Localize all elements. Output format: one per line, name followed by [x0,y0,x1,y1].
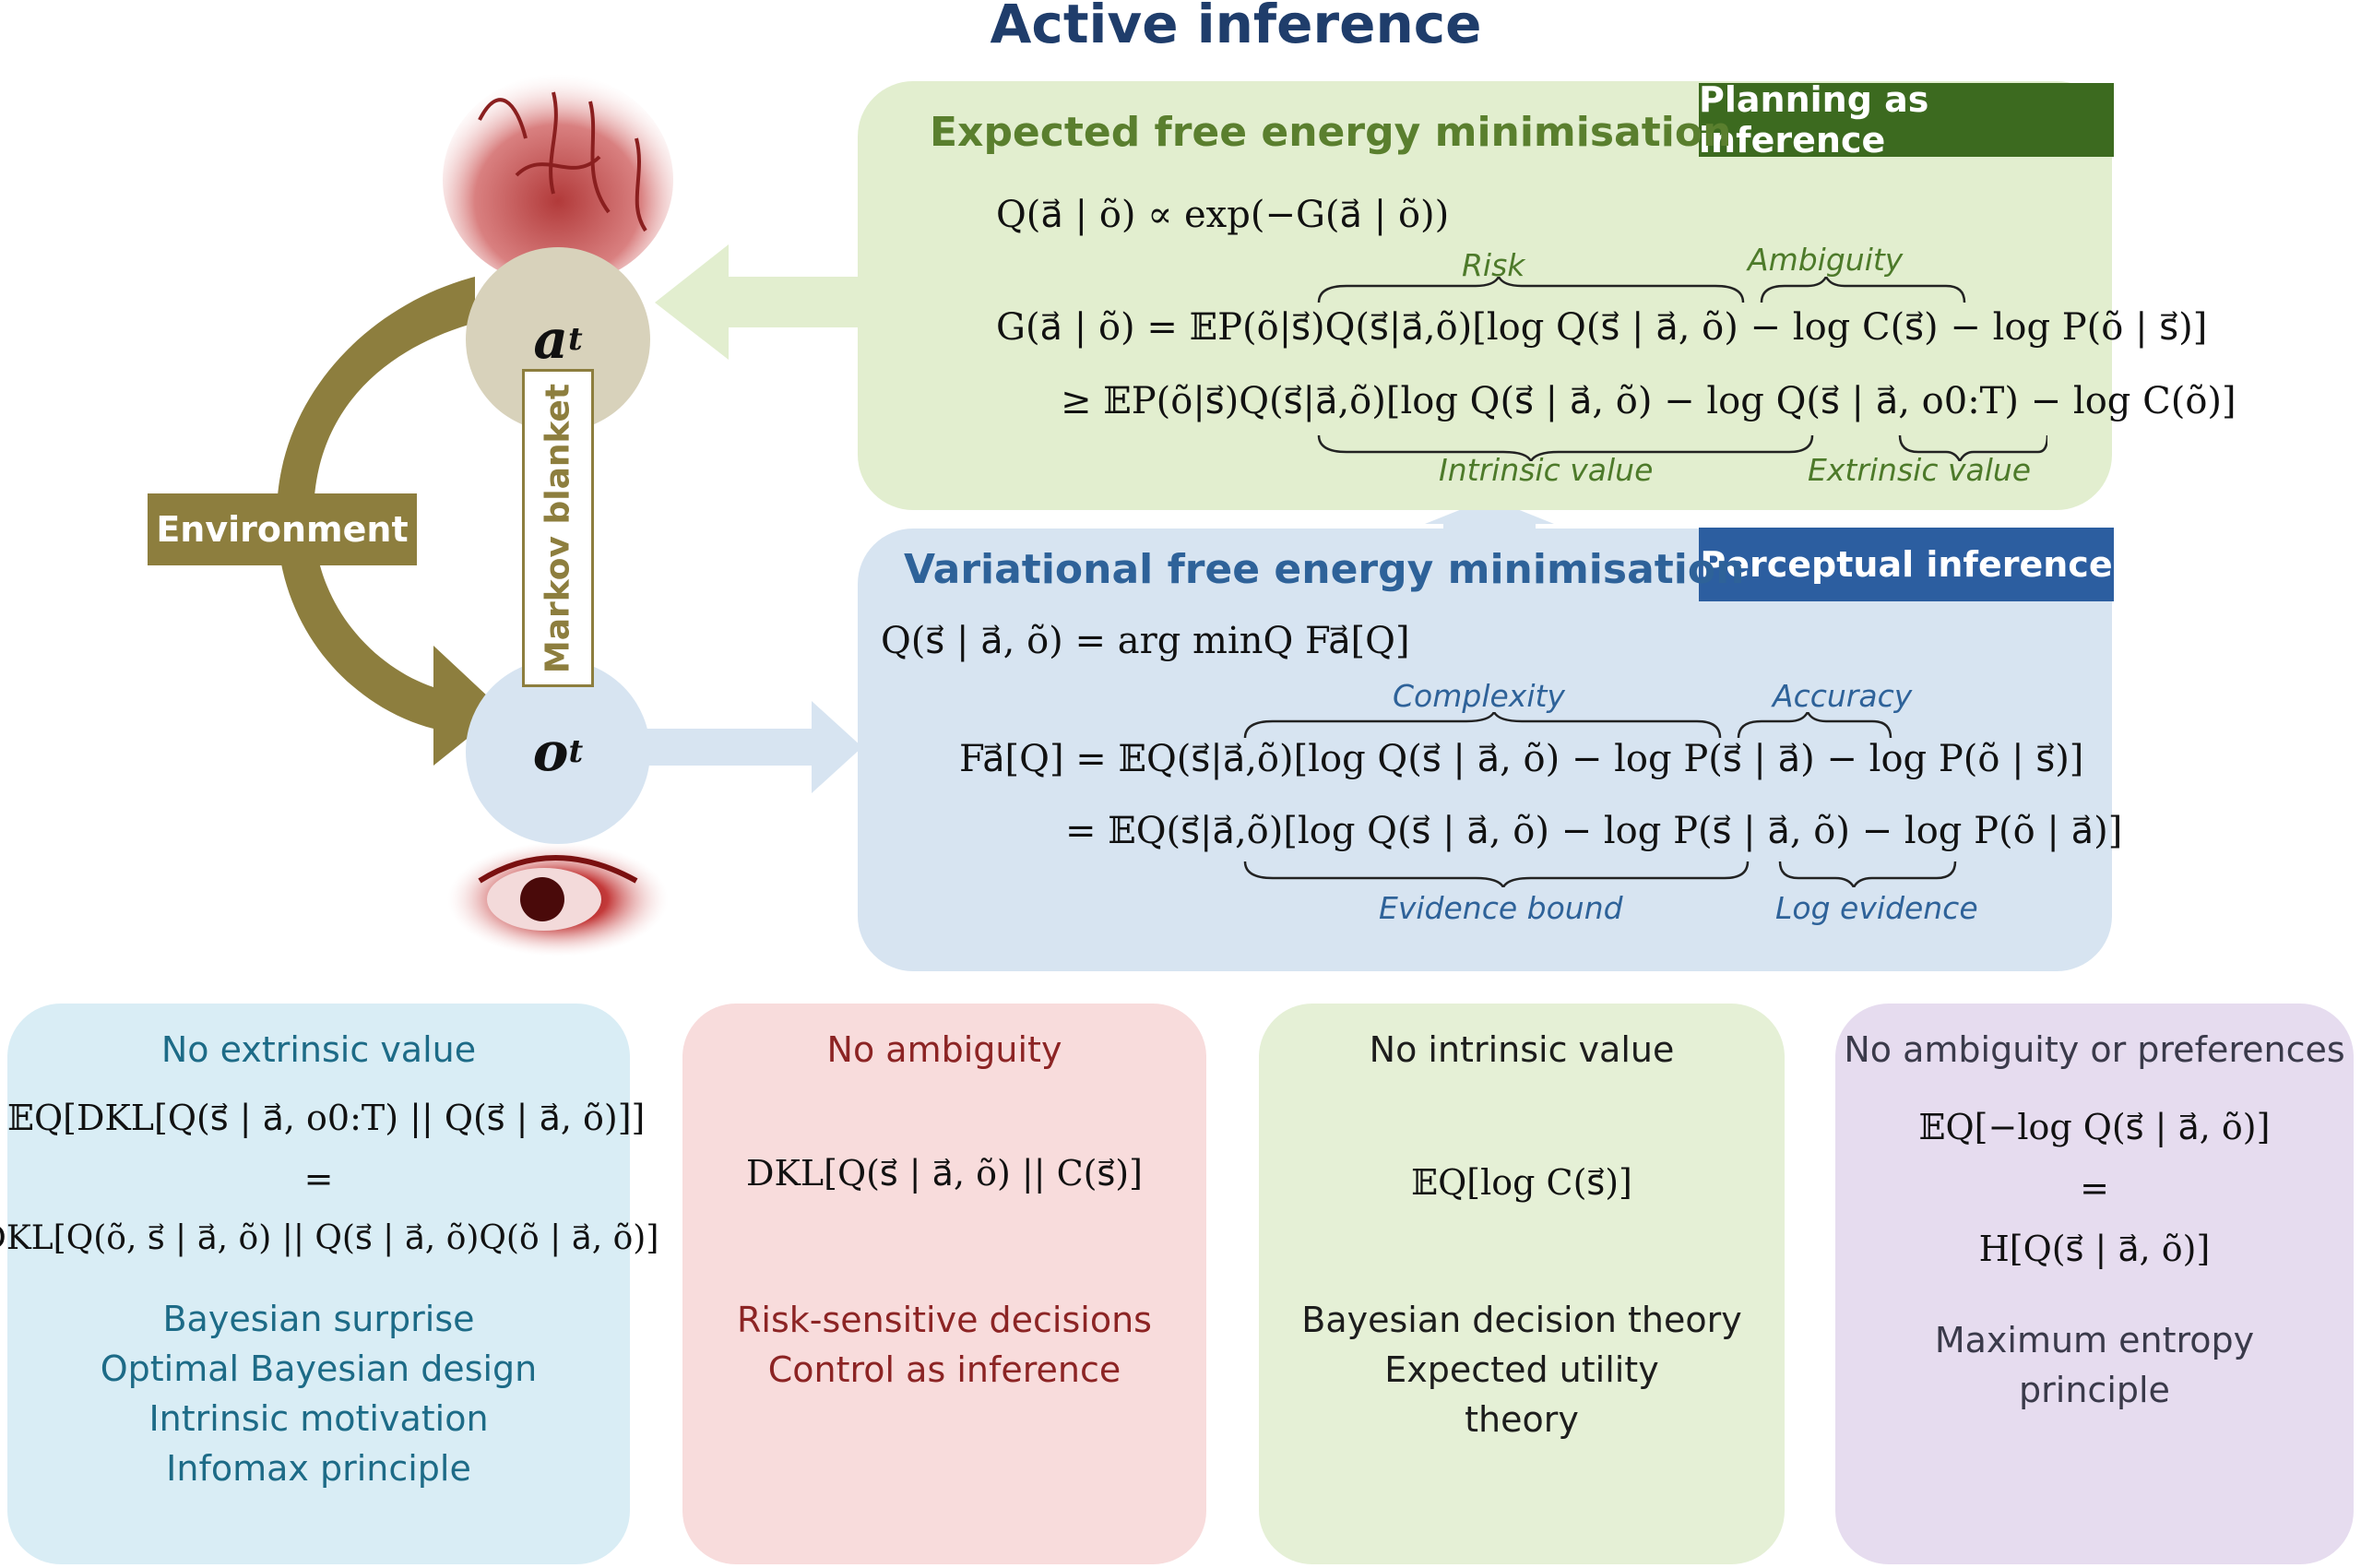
perceptual-panel [858,529,2112,971]
action-subscript: t [567,321,583,358]
box-eq1: 𝔼Q[log C(s⃗)] [1411,1162,1632,1203]
box-line: Infomax principle [166,1448,471,1489]
cycle-graphics [277,74,862,956]
planning-title: Expected free energy minimisation [930,109,1732,156]
box-eq2: = [2080,1168,2109,1208]
planning-eq3: ≥ 𝔼P(õ|s⃗)Q(s⃗|a⃗,õ)[log Q(s⃗ | a⃗, õ) −… [1061,380,2236,422]
perceptual-title: Variational free energy minimisation [904,546,1745,593]
no-ambiguity-or-preferences-box: No ambiguity or preferences 𝔼Q[−log Q(s⃗… [1835,1004,2354,1564]
evidence-bound-label: Evidence bound [1379,890,1623,926]
box-heading: No ambiguity or preferences [1844,1029,2345,1070]
box-line: principle [2019,1370,2170,1410]
box-line: Intrinsic motivation [148,1398,489,1439]
observation-to-perception-arrow [646,701,862,793]
box-eq1: 𝔼Q[DKL[Q(s⃗ | a⃗, o0:T) || Q(s⃗ | a⃗, õ)… [7,1098,646,1138]
brain-illustration [443,74,673,286]
box-line: Bayesian surprise [162,1299,475,1339]
box-eq1: DKL[Q(s⃗ | a⃗, õ) || C(s⃗)] [746,1153,1143,1194]
perceptual-eq1: Q(s⃗ | a⃗, õ) = arg minQ Fa⃗[Q] [881,620,1410,662]
box-heading: No intrinsic value [1369,1029,1675,1070]
box-line: Bayesian decision theory [1301,1300,1742,1340]
extrinsic-value-label: Extrinsic value [1808,452,2032,488]
planning-to-action-arrow [655,244,862,360]
planning-eq2: G(a⃗ | õ) = 𝔼P(õ|s⃗)Q(s⃗|a⃗,õ)[log Q(s⃗ … [996,306,2208,349]
environment-arrow [277,277,503,766]
no-intrinsic-value-box: No intrinsic value 𝔼Q[log C(s⃗)] Bayesia… [1259,1004,1785,1564]
markov-blanket-label: Markov blanket [539,383,577,673]
ambiguity-label: Ambiguity [1748,242,1904,278]
perceptual-tag: Perceptual inference [1699,528,2114,601]
no-extrinsic-value-box: No extrinsic value 𝔼Q[DKL[Q(s⃗ | a⃗, o0:… [0,1004,658,1564]
box-line: Maximum entropy [1934,1320,2255,1360]
box-eq2: = [303,1158,334,1199]
risk-label: Risk [1462,247,1525,283]
markov-blanket: Markov blanket [522,369,594,687]
perceptual-eq3: = 𝔼Q(s⃗|a⃗,õ)[log Q(s⃗ | a⃗, õ) − log P(… [1065,810,2123,852]
box-heading: No ambiguity [826,1029,1062,1070]
log-evidence-label: Log evidence [1775,890,1978,926]
observation-symbol: o [532,720,569,783]
perceptual-eq2: Fa⃗[Q] = 𝔼Q(s⃗|a⃗,õ)[log Q(s⃗ | a⃗, õ) −… [959,738,2084,780]
box-line: Risk-sensitive decisions [737,1300,1152,1340]
environment-label: Environment [148,493,417,565]
box-eq3: H[Q(s⃗ | a⃗, õ)] [1978,1229,2211,1269]
planning-tag: Planning as inference [1699,79,2114,160]
planning-eq1: Q(a⃗ | õ) ∝ exp(−G(a⃗ | õ)) [996,194,1450,236]
no-ambiguity-box: No ambiguity DKL[Q(s⃗ | a⃗, õ) || C(s⃗)]… [682,1004,1206,1564]
eye-illustration [447,842,669,956]
intrinsic-value-label: Intrinsic value [1439,452,1654,488]
box-line: Control as inference [767,1349,1121,1390]
observation-subscript: t [568,733,584,770]
box-eq1: 𝔼Q[−log Q(s⃗ | a⃗, õ)] [1918,1107,2271,1147]
box-line: theory [1465,1399,1579,1440]
planning-braces [1317,277,2047,461]
box-heading: No extrinsic value [160,1029,477,1070]
box-eq3: DKL[Q(õ, s⃗ | a⃗, õ) || Q(s⃗ | a⃗, õ)Q(õ… [0,1219,659,1257]
complexity-label: Complexity [1393,678,1565,714]
action-symbol: a [533,308,568,371]
box-line: Expected utility [1384,1349,1659,1390]
diagram-title: Active inference [990,0,1482,55]
box-line: Optimal Bayesian design [100,1348,538,1389]
accuracy-label: Accuracy [1773,678,1913,714]
perceptual-braces [1243,712,1957,887]
